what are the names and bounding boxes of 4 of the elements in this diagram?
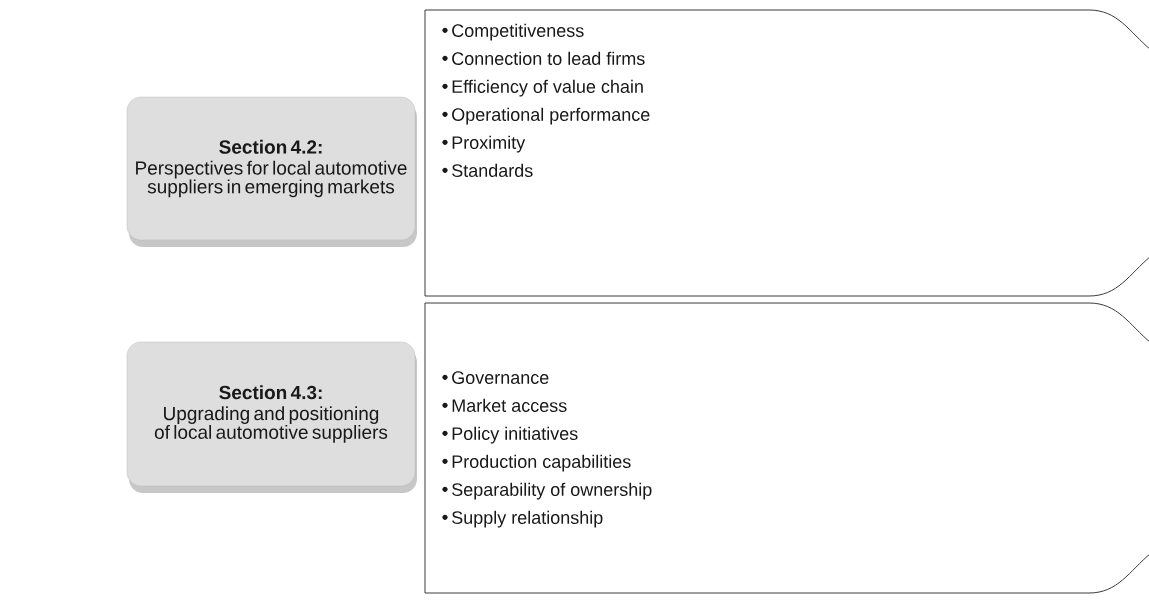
bullet-list-box: Governance Market access Policy initiatives Production capabilities Separability of ownership Supply relationship <box>424 302 1149 594</box>
section-box: Section 4.3: Upgrading and positioning of local automotive suppliers <box>126 341 417 493</box>
section-box: Section 4.2: Perspectives for local automotive suppliers in emerging markets <box>126 96 417 247</box>
bullet-list-box: Competitiveness Connection to lead firms Efficiency of value chain Operational performance Proximity Standards <box>424 9 1149 297</box>
